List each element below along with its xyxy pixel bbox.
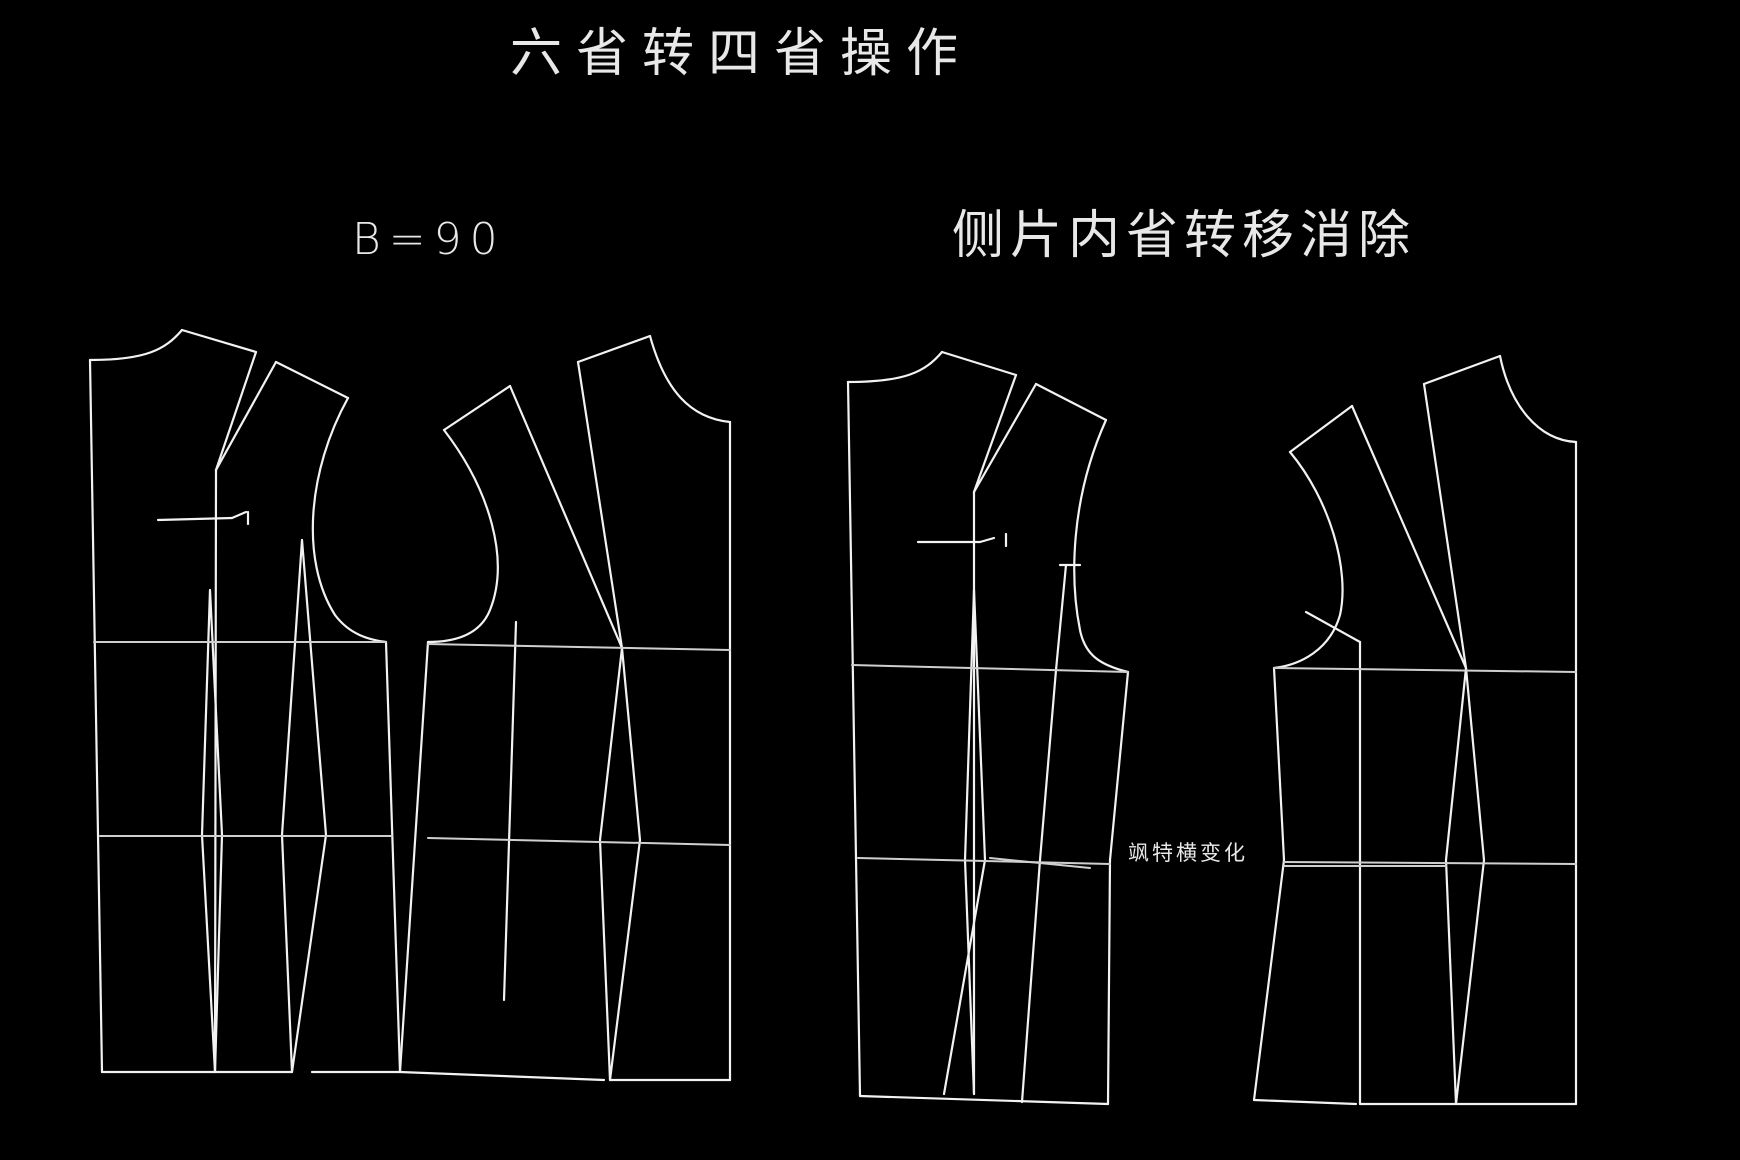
right-front-waist-line-2 [989, 857, 1091, 869]
right-back-side-seam-lower [1252, 858, 1286, 1102]
right-front-armhole [1073, 418, 1130, 674]
right-front-chest-line [851, 664, 1129, 673]
bust-measure-label: B=90 [352, 214, 506, 265]
left-back-piece [398, 334, 732, 1082]
right-front-piece [846, 350, 1130, 1106]
right-back-chest-line [1273, 667, 1577, 673]
left-back-armhole [426, 428, 499, 644]
left-front-shoulder [180, 328, 258, 354]
right-back-princess [1422, 382, 1468, 670]
left-front-shoulder-2 [274, 360, 350, 400]
right-front-side-seam-lower [1106, 858, 1112, 1106]
left-front-bust-mark [156, 516, 234, 522]
right-front-waist-line [857, 857, 1111, 865]
right-front-dart-panel [1020, 563, 1082, 1104]
left-back-neck-curve [648, 334, 732, 424]
right-back-neck-curve [1498, 354, 1578, 444]
left-front-dart-leg-a [214, 350, 258, 472]
left-front-cf-line [213, 468, 218, 1074]
right-back-shoulder [1422, 354, 1502, 386]
right-front-shoulder-2 [1034, 382, 1108, 422]
left-front-waist-dart-2 [280, 538, 328, 1074]
right-back-waist-line [1283, 861, 1577, 865]
right-back-armhole [1272, 450, 1344, 670]
left-back-hem [398, 1070, 606, 1082]
right-front-dart-leg-b [972, 382, 1038, 494]
right-back-dart-top-a [1288, 404, 1354, 454]
left-back-waist-line [427, 837, 731, 846]
left-back-dart-line [508, 384, 624, 650]
left-front-neck-curve [88, 328, 184, 362]
left-front-armhole [311, 396, 388, 644]
left-back-shoulder [576, 334, 652, 364]
right-front-cf [846, 380, 862, 1098]
left-back-side-seam [398, 640, 430, 1074]
page-title: 六省转四省操作 [510, 24, 973, 84]
right-front-hem [858, 1094, 1110, 1106]
right-front-dart-leg-a [972, 373, 1018, 494]
left-front-piece [88, 328, 402, 1074]
left-back-chest-line [427, 643, 731, 651]
right-back-dart-line [1350, 404, 1468, 670]
right-back-side-seam-upper [1272, 666, 1286, 862]
left-draft [88, 328, 732, 1082]
right-draft [846, 350, 1578, 1106]
right-back-side-notch [1304, 610, 1362, 644]
left-front-waist-dart-1 [200, 588, 224, 1074]
left-front-side-seam [384, 640, 402, 1074]
side-panel-note: 飒特横变化 [1128, 841, 1248, 865]
left-back-princess [576, 360, 624, 650]
right-back-piece [1252, 354, 1578, 1106]
left-front-dart-leg-b [214, 360, 278, 472]
right-front-center-panel [942, 588, 987, 1096]
right-back-hem [1252, 1098, 1358, 1106]
right-front-side-seam-upper [1108, 670, 1130, 862]
left-back-side-dart [502, 620, 518, 1002]
right-pattern-subtitle: 侧片内省转移消除 [952, 206, 1417, 266]
left-front-cf [88, 358, 104, 1074]
right-front-neck-curve [846, 350, 944, 384]
right-back-waist-dart [1444, 666, 1486, 1106]
left-back-dart-top-a [442, 384, 512, 432]
right-front-shoulder [940, 350, 1018, 377]
right-front-bust-mark-tip [978, 536, 996, 544]
left-front-bust-mark-tip [230, 510, 248, 520]
left-back-waist-dart [598, 646, 642, 1082]
